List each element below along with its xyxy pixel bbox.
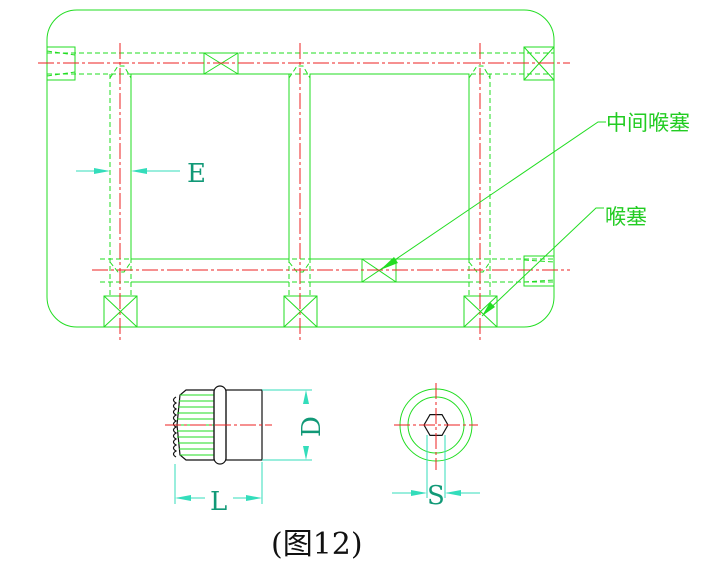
plate-top-view: E 中间喉塞 喉塞 xyxy=(38,9,690,342)
figure-caption: (图12) xyxy=(271,527,363,562)
plug-end-view: S xyxy=(392,383,480,511)
leader-plug: 喉塞 xyxy=(481,205,647,317)
leader-middle-plug: 中间喉塞 xyxy=(379,111,690,271)
middle-plug-label: 中间喉塞 xyxy=(606,111,690,135)
dimension-d: D xyxy=(262,389,327,461)
dim-d-label: D xyxy=(297,416,327,437)
dimension-e: E xyxy=(76,159,206,189)
dimension-s: S xyxy=(392,435,480,511)
plug-side-view: D L xyxy=(165,385,327,517)
centerlines-top-view xyxy=(38,43,570,342)
dim-s-label: S xyxy=(427,481,445,511)
dim-e-label: E xyxy=(187,159,206,189)
knurled-head xyxy=(172,385,227,465)
dimension-l: L xyxy=(174,462,263,517)
plug-label: 喉塞 xyxy=(605,205,647,229)
dim-l-label: L xyxy=(210,487,227,517)
